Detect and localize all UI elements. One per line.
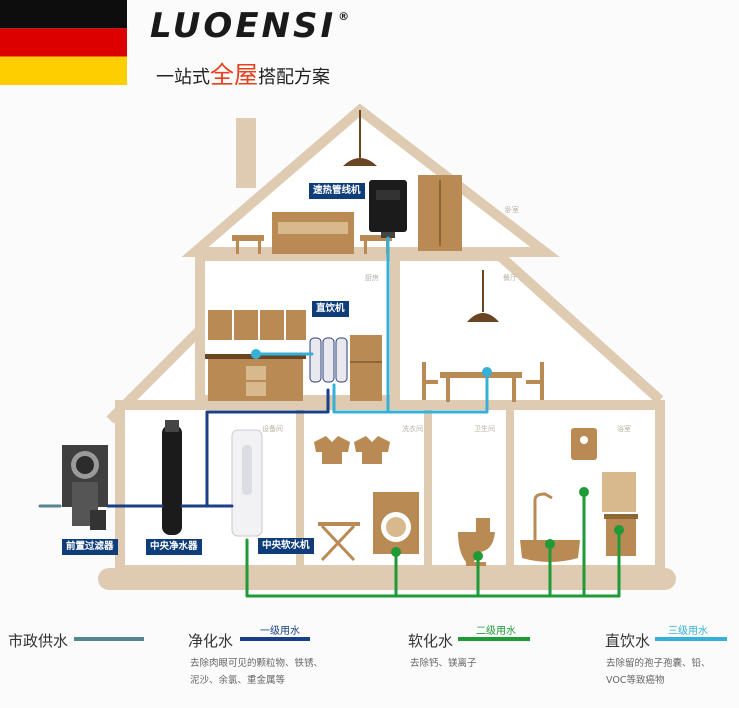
room-equipment: 设备间 [262,425,283,433]
soft-water-pipe [245,538,621,598]
legend-city-line [74,637,144,641]
toilet-icon [458,532,495,566]
room-bath: 浴室 [617,425,631,433]
legend-direct-tag: 三级用水 [668,626,708,637]
legend-purify-line [240,637,310,641]
brand-logo: LUOENSI® [150,6,350,46]
label-hot-water-machine: 速热管线机 [309,183,365,199]
dining-lamp-icon [467,313,499,322]
german-flag [0,0,127,85]
room-toilet: 卫生间 [474,425,495,433]
legend-purify-tag: 一级用水 [260,626,300,637]
chimney [236,118,256,188]
room-kitchen: 厨房 [365,274,379,282]
legend-direct-desc: 去除留的孢子孢囊、铅、VOC等致癌物 [606,658,711,686]
legend-soft-tag: 二级用水 [476,626,516,637]
room-bedroom: 卧室 [505,206,519,214]
label-pre-filter: 前置过滤器 [62,539,118,555]
legend-soft-desc: 去除钙、镁离子 [410,658,477,669]
floor-base [98,568,676,590]
shirt-icon [314,436,350,464]
legend-soft-line [458,637,530,641]
legend-direct-line [655,637,727,641]
label-direct-drink-machine: 直饮机 [312,301,349,317]
label-central-purifier: 中央净水器 [146,539,202,555]
legend-purify-desc: 去除肉眼可见的颗粒物、铁锈、泥沙、余氯、重金属等 [190,658,324,686]
central-purifier-icon [162,425,182,535]
room-dining: 餐厅 [503,274,517,282]
tagline: 一站式全屋搭配方案 [156,61,330,89]
water-heater-machine-icon [369,180,407,232]
legend-soft-title: 软化水 [408,632,454,650]
filter-cartridge-icon [309,337,322,383]
fridge-icon [350,335,382,401]
bathroom-cabinet-icon [606,518,636,556]
ceiling-lamp-icon [343,158,377,166]
room-laundry: 洗衣间 [402,425,423,433]
legend-purify-title: 净化水 [188,632,234,650]
dining-table-icon [440,372,522,378]
legend-city-title: 市政供水 [8,632,69,650]
label-water-softener: 中央软水机 [258,538,314,554]
legend-direct-title: 直饮水 [605,632,651,650]
